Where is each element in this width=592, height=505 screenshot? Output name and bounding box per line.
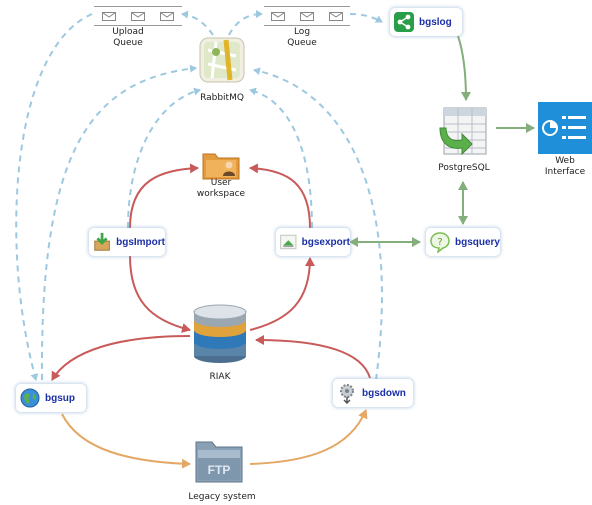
web-interface-label-line1: Web (555, 156, 575, 166)
upload-tray-icon (280, 234, 297, 250)
download-box-icon (94, 232, 110, 251)
link-upload-queue-to-bgsup (15, 13, 93, 381)
link-bgsdown-to-rabbitmq (253, 67, 383, 381)
ftp-folder-icon: FTP (195, 441, 243, 483)
link-bgsdown-to-riak (255, 335, 371, 379)
gear-icon (340, 384, 354, 404)
web-interface-label: Web Interface (540, 156, 590, 178)
dashboard-icon (538, 102, 592, 154)
link-bgsup-to-legacy (61, 413, 191, 469)
web-interface-label-line2: Interface (544, 167, 586, 177)
legacy-system-label: Legacy system (188, 492, 256, 502)
upload-queue-label-line2: Queue (113, 38, 143, 48)
database-table-icon (439, 107, 487, 156)
upload-queue-label-line1: Upload (112, 27, 144, 37)
envelope-icon (299, 11, 314, 21)
bgsdown-label: bgsdown (362, 387, 406, 399)
bgsexport-node[interactable]: bgsexport (276, 228, 350, 256)
link-rabbitmq-to-log-queue (228, 10, 263, 36)
link-bgsexport-to-rabbitmq (249, 87, 313, 229)
link-bgsimport-to-riak (129, 255, 191, 333)
envelope-icon (271, 11, 286, 21)
database-stack-icon (193, 304, 247, 363)
envelope-icon (160, 11, 175, 21)
envelope-icon (130, 11, 145, 21)
bgsdown-node[interactable]: bgsdown (333, 379, 413, 407)
bgslog-label: bgslog (419, 16, 452, 28)
envelope-icon (101, 11, 116, 21)
bgsup-label: bgsup (45, 392, 75, 404)
ftp-badge-text: FTP (208, 463, 231, 477)
envelope-icon (328, 11, 343, 21)
link-log-queue-to-bgslog (349, 13, 383, 23)
bgsimport-label: bgsImport (116, 236, 165, 248)
bgslog-node[interactable]: bgslog (390, 8, 462, 36)
link-riak-to-bgsexport (249, 257, 315, 331)
log-queue-icon (264, 6, 350, 26)
riak-label: RIAK (209, 372, 231, 382)
link-bgslog-to-postgresql (457, 35, 471, 101)
globe-icon (20, 388, 40, 408)
log-queue-label-line2: Queue (287, 38, 317, 48)
question-icon: ? (430, 232, 450, 253)
bgsimport-node[interactable]: bgsImport (89, 228, 165, 256)
link-rabbitmq-to-upload-queue (181, 10, 214, 36)
svg-text:?: ? (437, 237, 442, 248)
bgsquery-label: bgsquery (454, 236, 500, 248)
map-icon (199, 37, 245, 83)
upload-queue-icon (94, 6, 182, 26)
link-riak-to-bgsup (51, 335, 191, 381)
bgsexport-label: bgsexport (301, 236, 350, 248)
log-queue-label-line1: Log (293, 27, 311, 37)
postgresql-label: PostgreSQL (438, 163, 490, 173)
link-bgsup-to-rabbitmq (40, 64, 197, 381)
rabbitmq-label: RabbitMQ (200, 93, 244, 103)
user-folder-icon (202, 153, 240, 180)
user-workspace-label-line2: workspace (196, 189, 246, 199)
link-bgsimport-to-workspace (129, 163, 199, 229)
upload-queue-label: Upload Queue (108, 27, 148, 49)
user-workspace-label-line1: User (210, 178, 232, 188)
link-bgsimport-to-rabbitmq (127, 87, 201, 229)
bgsquery-node[interactable]: ? bgsquery (426, 228, 500, 256)
link-bgsexport-to-workspace (249, 163, 311, 229)
log-queue-label: Log Queue (282, 27, 322, 49)
share-icon (394, 12, 414, 32)
bgsup-node[interactable]: bgsup (16, 384, 86, 412)
link-legacy-to-bgsdown (249, 409, 368, 465)
user-workspace-label: User workspace (190, 178, 252, 200)
